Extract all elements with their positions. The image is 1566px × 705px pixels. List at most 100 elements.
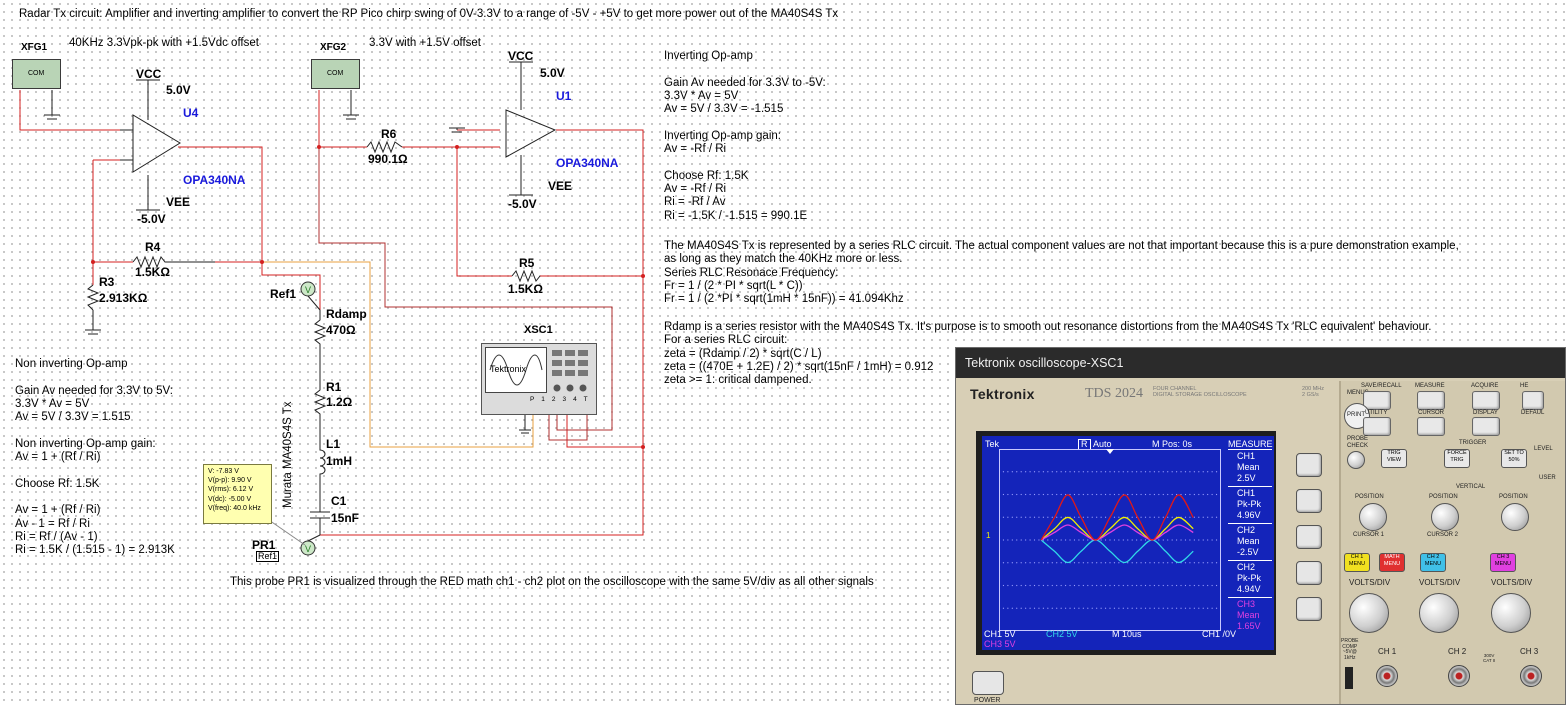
ch3-connector[interactable] [1520,665,1542,687]
grid-dot [1002,607,1005,609]
grid-dot [1171,539,1173,541]
default-label: DEFAUL [1521,410,1545,416]
ch1-position-knob[interactable] [1359,503,1387,531]
cursor-button[interactable] [1417,417,1445,436]
grid-dot [1096,607,1098,609]
math-menu-line: MATH [1384,554,1400,560]
xsc1-brand: Tektronix [490,364,527,374]
grid-dot [1100,516,1102,518]
ch3-volts-knob[interactable] [1491,593,1531,633]
probe-comp-line: 1kHz [1344,654,1356,661]
grid-dot [1131,562,1133,564]
set-50-line: SET TO [1504,450,1524,456]
acquire-button[interactable] [1472,391,1500,410]
grid-dot [1153,562,1155,564]
grid-dot [1020,562,1022,564]
grid-dot [1087,493,1089,496]
ch2-connector[interactable] [1448,665,1470,687]
grid-dot [1073,607,1076,609]
grid-dot [1047,539,1049,541]
grid-dot [1038,607,1040,609]
set-50-line: 50% [1508,456,1520,463]
resistor-r5 [511,269,541,283]
menu-key-5[interactable] [1296,597,1322,621]
grid-dot [1020,471,1022,473]
grid-dot [1020,516,1022,518]
grid-dot [1025,493,1027,496]
grid-dot [1144,607,1147,609]
u4-vcc-value: 5.0V [166,83,191,97]
menu-key-4[interactable] [1296,561,1322,585]
grid-dot [1011,493,1013,496]
menu-key-1[interactable] [1296,453,1322,477]
grid-dot [1060,607,1062,609]
u1-vcc-label: VCC [508,49,534,63]
probe-check-button[interactable] [1347,451,1365,469]
wire [178,146,263,263]
grid-dot [1176,493,1178,496]
u4-vee-value: -5.0V [137,212,166,226]
r5-ref: R5 [519,256,535,270]
probe-line: V(dc): -5.00 V [208,495,252,503]
trig-level: CH1 /0V [1202,629,1237,639]
help-button[interactable] [1522,391,1544,410]
grid-dot [1184,539,1187,541]
ch2-position-knob[interactable] [1431,503,1459,531]
function-generator-xfg1[interactable]: COM [12,59,61,89]
measure-button[interactable] [1417,391,1445,410]
trace-ch2 [1040,539,1194,564]
grid-dot [1109,584,1111,587]
grid-dot [1033,562,1036,564]
grid-dot [1211,584,1213,587]
position-label-3: POSITION [1499,494,1528,500]
grid-dot [1167,607,1169,609]
grid-dot [1082,562,1084,564]
grid-dot [1153,607,1155,609]
ch3-position-knob[interactable] [1501,503,1529,531]
grid-dot [1207,562,1209,564]
ch1-connector[interactable] [1376,665,1398,687]
grid-dot [1007,539,1009,541]
grid-dot [1082,516,1084,518]
grid-dot [1051,562,1053,564]
ch2-volts-knob[interactable] [1419,593,1459,633]
ch3-menu-line: MENU [1494,560,1512,567]
grid-dot [1087,471,1089,473]
grid-dot [1122,471,1124,473]
grid-dot [1140,539,1142,541]
save-recall-button[interactable] [1363,391,1391,410]
xfg1-note: 40KHz 3.3Vpk-pk with +1.5Vdc offset [69,37,259,49]
oscilloscope-window[interactable]: Tektronix oscilloscope-XSC1 Tektronix TD… [955,347,1566,705]
position-label-2: POSITION [1429,494,1458,500]
grid-dot [1016,471,1018,473]
grid-dot [1100,584,1102,587]
ch1-volts-knob[interactable] [1349,593,1389,633]
resistor-r3 [86,284,100,311]
grid-dot [1131,584,1133,587]
grid-dot [1060,493,1062,496]
grid-dot [1153,516,1155,518]
tek-label: Tek [985,439,1000,449]
measurement-ch: CH1 [1237,451,1256,461]
menu-key-2[interactable] [1296,489,1322,513]
probe-line: V(rms): 6.12 V [208,486,254,494]
notes-inverting: Inverting Op-amp Gain Av needed for 3.3V… [664,50,826,223]
oscilloscope-xsc1[interactable]: Tektronix P 1 2 3 4 T [481,343,597,415]
power-button[interactable] [972,671,1004,695]
utility-button[interactable] [1363,417,1391,436]
window-title[interactable]: Tektronix oscilloscope-XSC1 [956,348,1565,378]
function-generator-xfg2[interactable]: COM [311,59,360,89]
grid-dot [1029,607,1031,609]
menu-key-3[interactable] [1296,525,1322,549]
note-line: Gain Av needed for 3.3V to 5V: [15,384,173,397]
grid-dot [1104,516,1107,518]
display-button[interactable] [1472,417,1500,436]
